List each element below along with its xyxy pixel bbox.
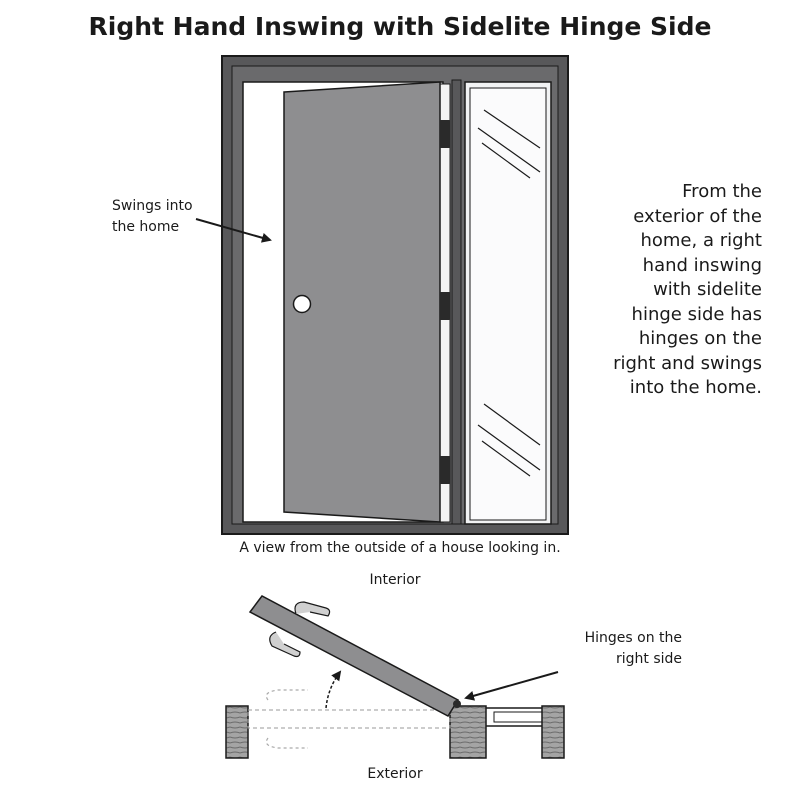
swing-label-line: Swings into — [112, 198, 193, 214]
hinges — [440, 120, 450, 484]
lever-handle-top — [294, 601, 331, 617]
description-line: hand inswing — [642, 254, 762, 276]
closed-door-ghost — [247, 709, 451, 729]
diagram-title: Right Hand Inswing with Sidelite Hinge S… — [88, 12, 712, 41]
sidelite — [464, 81, 552, 525]
hinge-label-line: Hinges on the — [584, 630, 682, 646]
interior-label: Interior — [369, 572, 421, 588]
description-line: into the home. — [629, 377, 762, 398]
description-line: From the — [682, 181, 762, 202]
description-line: hinges on the — [638, 328, 762, 349]
swing-arrow — [195, 218, 272, 243]
door-knob — [292, 294, 312, 314]
door-slab — [283, 81, 441, 523]
lever-handle-bottom — [269, 631, 301, 658]
right-jamb-block — [541, 705, 565, 759]
description-line: exterior of the — [633, 205, 762, 227]
description-line: right and swings — [613, 352, 762, 374]
hinge-pivot — [453, 700, 461, 708]
exterior-label: Exterior — [367, 766, 423, 782]
view-caption: A view from the outside of a house looki… — [239, 540, 561, 556]
description-line: hinge side has — [631, 303, 762, 325]
hinge-pointer-arrow — [464, 671, 559, 701]
mullion — [451, 79, 462, 525]
swing-label-line: the home — [112, 219, 180, 235]
hinge-label: Hinges on the right side — [540, 628, 682, 670]
swing-curve-arrow — [325, 670, 342, 709]
description-line: home, a right — [640, 230, 762, 251]
description-line: with sidelite — [653, 279, 762, 300]
plan-view — [225, 595, 565, 759]
swing-label: Swings into the home — [112, 196, 232, 238]
description-text: From the exterior of the home, a right h… — [570, 180, 762, 401]
left-jamb-block — [225, 705, 249, 759]
open-door-slab — [248, 595, 460, 717]
hinge-label-line: right side — [615, 651, 682, 667]
hinge-jamb-block — [449, 705, 487, 759]
